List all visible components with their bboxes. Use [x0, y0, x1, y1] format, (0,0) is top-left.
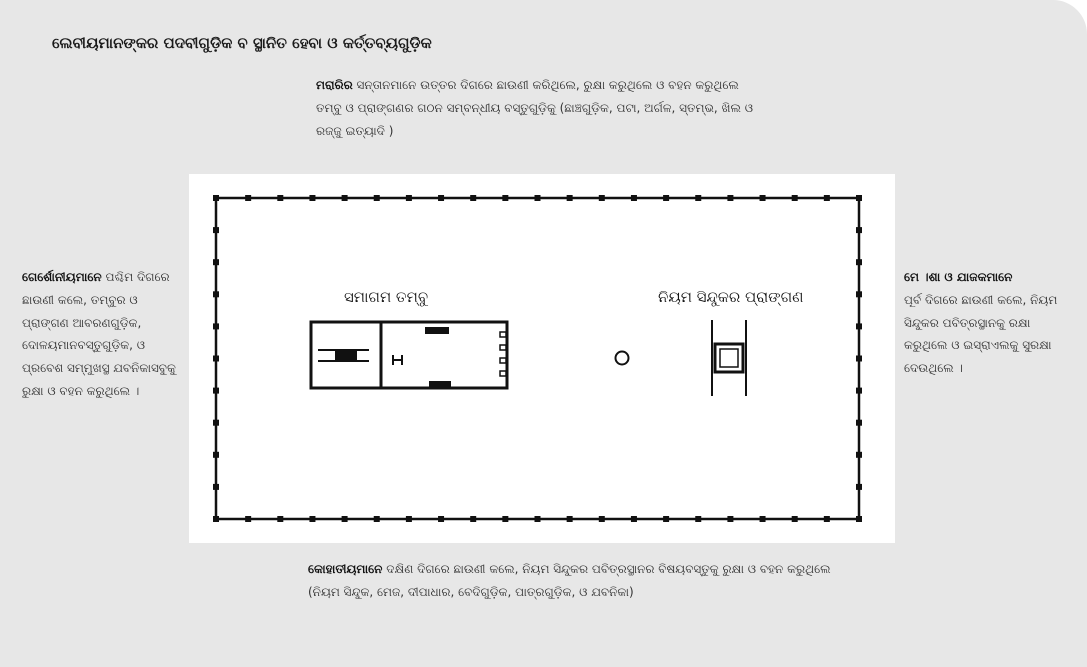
- fence-post: [213, 323, 219, 330]
- fence-posts: [213, 195, 862, 522]
- south-camp-name: କୋହାତୀୟମାନେ: [308, 562, 383, 576]
- fence-post: [598, 516, 605, 522]
- tabernacle-plan-svg: [213, 195, 862, 522]
- fence-post: [213, 451, 219, 458]
- fence-post: [856, 516, 862, 522]
- east-camp-text: ପୂର୍ବ ଦିଗରେ ଛାଉଣୀ କଲେ, ନିୟମ ସିନ୍ଦୁକର ପବି…: [904, 292, 1058, 376]
- fence-post: [727, 195, 734, 201]
- fence-post: [663, 195, 670, 201]
- fence-post: [791, 516, 798, 522]
- fence-post: [213, 195, 219, 201]
- west-camp-text: ପଶ୍ଚିମ ଦିଗରେ ଛାଉଣୀ କଲେ, ତମ୍ବୁର ଓ ପ୍ରାଙ୍ଗ…: [22, 270, 176, 398]
- fence-post: [341, 195, 348, 201]
- fence-post: [438, 516, 445, 522]
- east-camp-note: ମେ ।ଶା ଓ ଯାଜକମାନେ ପୂର୍ବ ଦିଗରେ ଛାଉଣୀ କଲେ,…: [904, 266, 1074, 380]
- fence-post: [502, 516, 509, 522]
- fence-post: [277, 195, 284, 201]
- table-of-showbread: [425, 327, 449, 334]
- fence-post: [663, 516, 670, 522]
- bronze-altar: [711, 320, 747, 396]
- fence-post: [630, 516, 637, 522]
- fence-post: [213, 355, 219, 362]
- fence-post: [245, 516, 252, 522]
- fence-post: [213, 516, 219, 522]
- fence-post: [856, 387, 862, 394]
- fence-post: [373, 516, 380, 522]
- tabernacle-diagram: ସମାଗମ ତମ୍ବୁ ନିୟମ ସିନ୍ଦୁକର ପ୍ରାଙ୍ଗଣ: [189, 174, 895, 543]
- fence-post: [630, 195, 637, 201]
- fence-post: [470, 516, 477, 522]
- fence-post: [566, 195, 573, 201]
- fence-post: [856, 355, 862, 362]
- fence-post: [534, 516, 541, 522]
- lampstand: [429, 381, 451, 388]
- fence-post: [727, 516, 734, 522]
- fence-post: [791, 195, 798, 201]
- ark-of-covenant: [335, 351, 357, 360]
- fence-post: [405, 195, 412, 201]
- fence-post: [856, 483, 862, 490]
- fence-post: [823, 516, 830, 522]
- north-camp-note: ମରାରିର ସନ୍ତାନମାନେ ଉତ୍ତର ଦିଗରେ ଛାଉଣୀ କରିଥ…: [316, 74, 756, 142]
- court-label: ନିୟମ ସିନ୍ଦୁକର ପ୍ରାଙ୍ଗଣ: [658, 288, 804, 306]
- north-camp-text: ସନ୍ତାନମାନେ ଉତ୍ତର ଦିଗରେ ଛାଉଣୀ କରିଥିଲେ, ରୁ…: [316, 78, 754, 138]
- east-camp-name: ମେ ।ଶା ଓ ଯାଜକମାନେ: [904, 270, 1013, 284]
- west-camp-name: ଗେର୍ଶୋନୀୟମାନେ: [22, 270, 102, 284]
- tent-outer-wall: [309, 320, 509, 390]
- fence-post: [823, 195, 830, 201]
- fence-post: [856, 291, 862, 298]
- fence-post: [759, 195, 766, 201]
- fence-post: [405, 516, 412, 522]
- fence-post: [213, 483, 219, 490]
- tabernacle-tent: [309, 320, 509, 390]
- fence-post: [856, 451, 862, 458]
- fence-post: [213, 227, 219, 234]
- fence-post: [856, 195, 862, 201]
- fence-post: [373, 195, 380, 201]
- fence-post: [856, 323, 862, 330]
- fence-post: [856, 259, 862, 266]
- fence-post: [856, 227, 862, 234]
- fence-post: [213, 259, 219, 266]
- west-camp-note: ଗେର୍ଶୋନୀୟମାନେ ପଶ୍ଚିମ ଦିଗରେ ଛାଉଣୀ କଲେ, ତମ…: [22, 266, 187, 403]
- fence-post: [470, 195, 477, 201]
- north-camp-name: ମରାରିର: [316, 78, 353, 92]
- fence-post: [309, 516, 316, 522]
- tent-label: ସମାଗମ ତମ୍ବୁ: [344, 288, 429, 306]
- fence-post: [695, 516, 702, 522]
- fence-post: [213, 387, 219, 394]
- south-camp-text: ଦକ୍ଷିଣ ଦିଗରେ ଛାଉଣୀ କଲେ, ନିୟମ ସିନ୍ଦୁକର ପବ…: [308, 562, 831, 599]
- fence-post: [534, 195, 541, 201]
- fence-post: [759, 516, 766, 522]
- fence-post: [245, 195, 252, 201]
- fence-post: [213, 419, 219, 426]
- fence-post: [566, 516, 573, 522]
- laver-basin: [614, 350, 630, 366]
- page-title: ଲେବୀୟମାନଙ୍କର ପଦବୀଗୁଡ଼ିକ ବ ସ୍ଥାନିତ ହେବା ଓ…: [52, 34, 432, 52]
- incense-altar-bar: [392, 359, 403, 361]
- tent-pillars: [499, 331, 507, 377]
- fence-post: [341, 516, 348, 522]
- fence-post: [213, 291, 219, 298]
- fence-post: [856, 419, 862, 426]
- fence-post: [438, 195, 445, 201]
- south-camp-note: କୋହାତୀୟମାନେ ଦକ୍ଷିଣ ଦିଗରେ ଛାଉଣୀ କଲେ, ନିୟମ…: [308, 558, 848, 604]
- fence-post: [695, 195, 702, 201]
- fence-post: [598, 195, 605, 201]
- fence-post: [309, 195, 316, 201]
- fence-post: [502, 195, 509, 201]
- fence-post: [277, 516, 284, 522]
